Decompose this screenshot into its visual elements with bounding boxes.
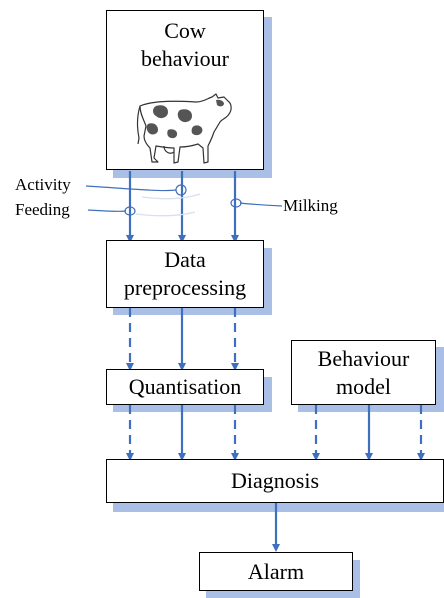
diagnosis-box: Diagnosis	[106, 459, 444, 503]
feeding-leader	[87, 209, 127, 213]
quantisation-label: Quantisation	[128, 374, 242, 399]
cow-behaviour-box: Cow behaviour	[106, 10, 264, 170]
alarm-box: Alarm	[199, 552, 353, 591]
data-preprocessing-label-line2: preprocessing	[123, 275, 247, 300]
activity-leader	[85, 185, 177, 192]
activity-label: Activity	[15, 175, 71, 194]
behaviour-model-label-line1: Behaviour	[317, 345, 410, 371]
feeding-loop	[124, 206, 136, 216]
milking-leader	[239, 202, 283, 207]
behaviour-model-box: Behaviour model	[291, 340, 436, 405]
feeding-label: Feeding	[15, 200, 70, 219]
cow-sketch-icon	[137, 93, 232, 164]
cow-behaviour-label-line1: Cow	[164, 18, 206, 43]
quantisation-box: Quantisation	[106, 369, 264, 405]
behaviour-model-label-line2: model	[336, 373, 391, 399]
data-preprocessing-label-line1: Data	[164, 247, 206, 272]
activity-loop	[175, 184, 187, 196]
milking-loop	[230, 198, 242, 208]
data-preprocessing-box: Data preprocessing	[106, 240, 264, 308]
milking-label: Milking	[283, 196, 338, 215]
cow-behaviour-label-line2: behaviour	[141, 46, 229, 71]
alarm-label: Alarm	[247, 558, 305, 584]
diagnosis-label: Diagnosis	[231, 468, 319, 493]
